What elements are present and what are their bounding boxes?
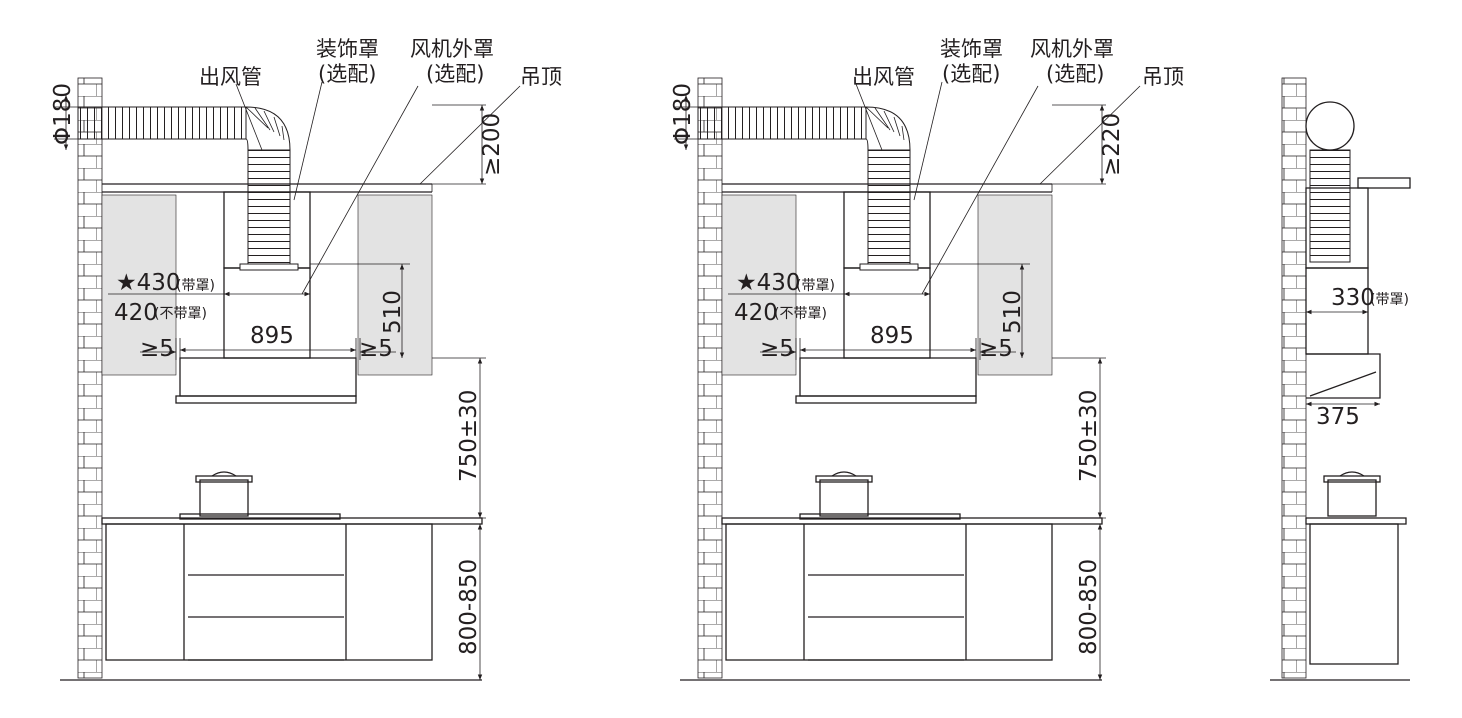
label-duct: 出风管 (199, 65, 262, 89)
dim-430: ★430 (116, 270, 181, 296)
dim-750: 750±30 (456, 390, 482, 482)
dim-gap-right: ≥5 (359, 336, 393, 362)
front-elevation-middle: 出风管 装饰罩 (选配) 风机外罩 (选配) 吊顶 Φ180 ≥220 ★430… (670, 37, 1184, 680)
dim-depth2: 375 (1316, 404, 1360, 430)
dim-width: 895 (870, 323, 914, 349)
duct-flex (1309, 149, 1351, 263)
pot (1327, 479, 1377, 517)
dim-510: 510 (380, 290, 406, 334)
dim-ceiling-gap: ≥200 (479, 113, 505, 176)
label-ceiling: 吊顶 (520, 65, 562, 89)
dim-duct-diameter: Φ180 (50, 83, 76, 145)
dim-420: 420 (734, 300, 778, 326)
dim-depth-note: (带罩) (1370, 292, 1409, 308)
label-motor-cover: 风机外罩 (1030, 37, 1114, 61)
cover-lower (1305, 267, 1369, 355)
label-cover-optional: (选配) (318, 62, 376, 86)
label-ceiling: 吊顶 (1142, 65, 1184, 89)
label-motor-optional: (选配) (426, 62, 484, 86)
hood-body (1306, 353, 1381, 399)
wall (1281, 77, 1307, 679)
dim-width: 895 (250, 323, 294, 349)
dim-800-850: 800-850 (1076, 559, 1102, 655)
label-motor-cover: 风机外罩 (410, 37, 494, 61)
ceiling-board (1357, 177, 1411, 189)
label-motor-optional: (选配) (1046, 62, 1104, 86)
dim-420: 420 (114, 300, 158, 326)
lower-cabinet (1309, 523, 1399, 665)
dim-510: 510 (1000, 290, 1026, 334)
label-cover: 装饰罩 (316, 37, 379, 61)
side-elevation-right: 330 (带罩) 375 (1270, 77, 1411, 681)
dim-ceiling-gap: ≥220 (1099, 113, 1125, 176)
dim-420-note: (不带罩) (774, 306, 827, 322)
front-elevation-left: 出风管 装饰罩 (选配) 风机外罩 (选配) 吊顶 Φ180 ≥200 ★430… (50, 37, 562, 680)
dim-430-note: (带罩) (796, 278, 835, 294)
label-cover: 装饰罩 (940, 37, 1003, 61)
dim-420-note: (不带罩) (154, 306, 207, 322)
label-duct: 出风管 (852, 65, 915, 89)
label-cover-optional: (选配) (942, 62, 1000, 86)
dim-gap-right: ≥5 (979, 336, 1013, 362)
dim-depth: 330 (1331, 285, 1375, 311)
dim-gap-left: ≥5 (140, 336, 174, 362)
dim-800-850: 800-850 (456, 559, 482, 655)
dim-430-note: (带罩) (176, 278, 215, 294)
dim-duct-diameter: Φ180 (670, 83, 696, 145)
duct-round (1305, 101, 1355, 151)
dim-gap-left: ≥5 (760, 336, 794, 362)
dim-750: 750±30 (1076, 390, 1102, 482)
countertop (1305, 517, 1407, 525)
dim-430: ★430 (736, 270, 801, 296)
